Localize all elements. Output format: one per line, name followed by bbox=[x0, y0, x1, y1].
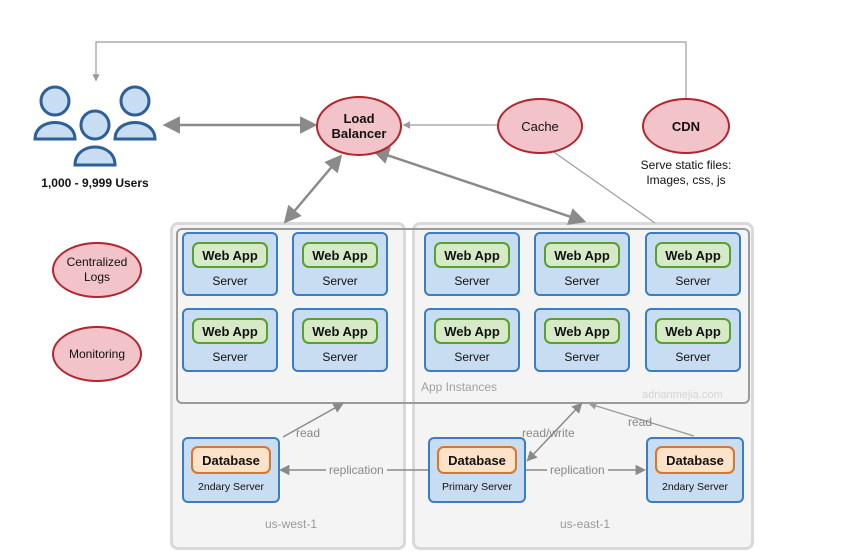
database-label: Database bbox=[437, 446, 517, 474]
server-label: Server bbox=[322, 350, 358, 364]
web-server-east-2: Web App Server bbox=[534, 232, 630, 296]
cdn-to-users-line bbox=[92, 41, 687, 98]
lb-west-arrow bbox=[283, 154, 343, 224]
web-app-label: Web App bbox=[655, 242, 731, 268]
db-server-east-secondary: Database 2ndary Server bbox=[646, 437, 744, 503]
edge-label-read-west: read bbox=[296, 426, 321, 440]
web-server-east-4: Web App Server bbox=[424, 308, 520, 372]
database-label: Database bbox=[655, 446, 735, 474]
web-app-label: Web App bbox=[302, 242, 378, 268]
web-app-label: Web App bbox=[434, 318, 510, 344]
server-label: Server bbox=[675, 350, 711, 364]
edge-label-read-east: read bbox=[628, 415, 653, 429]
web-server-west-2: Web App Server bbox=[292, 232, 388, 296]
cache-node: Cache bbox=[497, 98, 583, 154]
db-server-west-label: 2ndary Server bbox=[198, 481, 264, 493]
region-label-east: us-east-1 bbox=[559, 517, 611, 531]
server-label: Server bbox=[675, 274, 711, 288]
load-balancer-node: Load Balancer bbox=[316, 96, 402, 156]
web-server-west-1: Web App Server bbox=[182, 232, 278, 296]
edge-label-read-write: read/write bbox=[522, 426, 575, 440]
cdn-node: CDN bbox=[642, 98, 730, 154]
web-app-label: Web App bbox=[192, 318, 268, 344]
web-app-label: Web App bbox=[544, 242, 620, 268]
edge-label-replication-east: replication bbox=[547, 463, 608, 477]
server-label: Server bbox=[454, 350, 490, 364]
centralized-logs-label: Centralized Logs bbox=[66, 255, 128, 284]
monitoring-label: Monitoring bbox=[68, 346, 126, 361]
server-label: Server bbox=[212, 350, 248, 364]
web-app-label: Web App bbox=[655, 318, 731, 344]
db-server-east-label: 2ndary Server bbox=[662, 481, 728, 493]
web-server-west-4: Web App Server bbox=[292, 308, 388, 372]
lb-east-arrow bbox=[371, 147, 587, 225]
web-app-label: Web App bbox=[302, 318, 378, 344]
web-server-east-5: Web App Server bbox=[534, 308, 630, 372]
web-server-east-1: Web App Server bbox=[424, 232, 520, 296]
users-icon bbox=[33, 85, 157, 167]
monitoring-node: Monitoring bbox=[52, 326, 142, 382]
watermark: adrianmejia.com bbox=[642, 389, 723, 401]
db-server-primary-label: Primary Server bbox=[441, 481, 512, 493]
server-label: Server bbox=[454, 274, 490, 288]
load-balancer-label: Load Balancer bbox=[331, 111, 387, 141]
db-server-west-secondary: Database 2ndary Server bbox=[182, 437, 280, 503]
cache-label: Cache bbox=[521, 118, 559, 134]
database-label: Database bbox=[191, 446, 271, 474]
server-label: Server bbox=[322, 274, 358, 288]
region-label-west: us-west-1 bbox=[264, 517, 317, 531]
app-instances-label: App Instances bbox=[421, 380, 498, 394]
web-app-label: Web App bbox=[192, 242, 268, 268]
users-label: 1,000 - 9,999 Users bbox=[41, 176, 149, 190]
db-server-primary: Database Primary Server bbox=[428, 437, 526, 503]
cdn-note-line1: Serve static files: bbox=[640, 158, 732, 172]
cdn-label: CDN bbox=[671, 118, 701, 134]
server-label: Server bbox=[212, 274, 248, 288]
server-label: Server bbox=[564, 274, 600, 288]
web-app-label: Web App bbox=[434, 242, 510, 268]
web-server-west-3: Web App Server bbox=[182, 308, 278, 372]
web-server-east-3: Web App Server bbox=[645, 232, 741, 296]
web-server-east-6: Web App Server bbox=[645, 308, 741, 372]
app-instances-box bbox=[176, 228, 750, 404]
centralized-logs-node: Centralized Logs bbox=[52, 242, 142, 298]
cdn-note-line2: Images, css, js bbox=[646, 173, 726, 187]
web-app-label: Web App bbox=[544, 318, 620, 344]
server-label: Server bbox=[564, 350, 600, 364]
edge-label-replication-west: replication bbox=[326, 463, 387, 477]
